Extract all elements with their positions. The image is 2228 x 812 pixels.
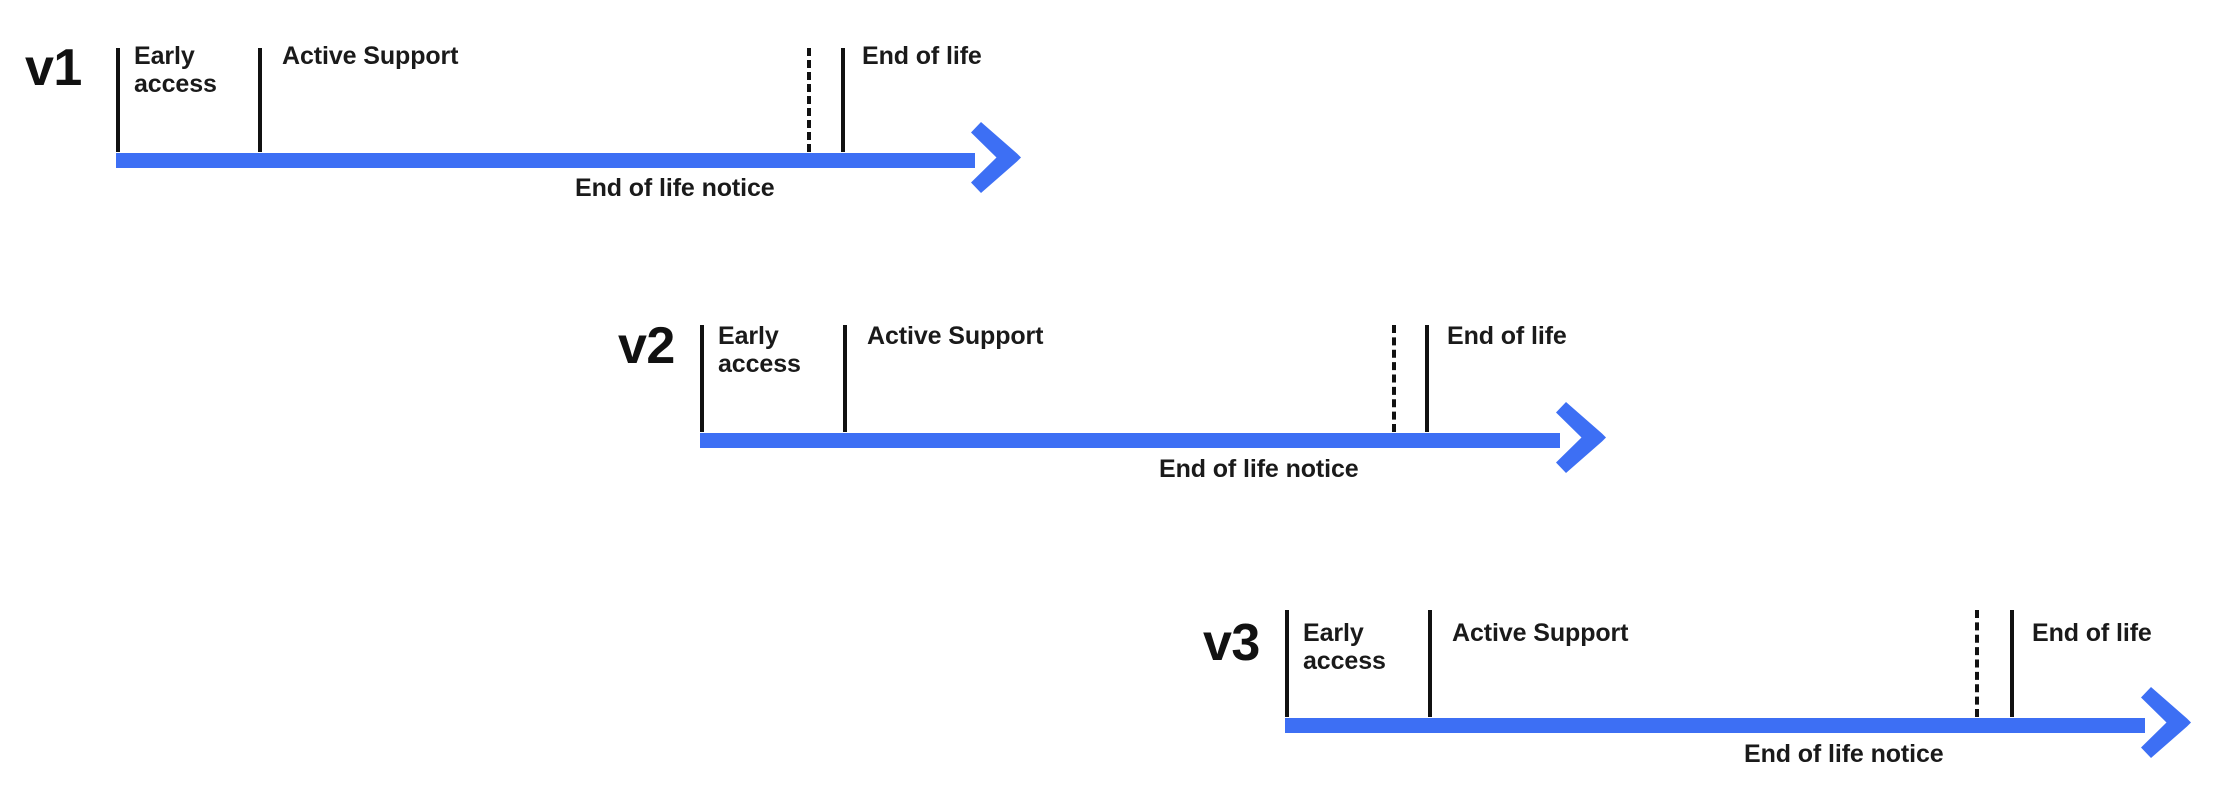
phase-label-v3-1: Active Support — [1452, 619, 1629, 647]
phase-divider-solid-v2-3 — [1425, 325, 1429, 432]
end-of-life-notice-label-v2: End of life notice — [1159, 455, 1359, 483]
phase-divider-dashed-v3-2 — [1975, 610, 1979, 717]
timeline-bar-v2 — [700, 433, 1560, 448]
version-label-v1: v1 — [25, 39, 82, 97]
phase-divider-solid-v3-3 — [2010, 610, 2014, 717]
phase-divider-solid-v2-1 — [843, 325, 847, 432]
arrow-head-icon-v2 — [1556, 401, 1606, 473]
phase-divider-solid-v2-0 — [700, 325, 704, 432]
arrow-head-icon-v3 — [2141, 686, 2191, 758]
timeline-bar-v1 — [116, 153, 975, 168]
phase-divider-dashed-v1-2 — [807, 48, 811, 152]
phase-label-v3-2: End of life — [2032, 619, 2152, 647]
timeline-bar-v3 — [1285, 718, 2145, 733]
phase-label-v1-1: Active Support — [282, 42, 459, 70]
phase-divider-dashed-v2-2 — [1392, 325, 1396, 432]
phase-label-v2-0: Early access — [718, 322, 801, 378]
end-of-life-notice-label-v3: End of life notice — [1744, 740, 1944, 768]
phase-label-v1-2: End of life — [862, 42, 982, 70]
phase-label-v3-0: Early access — [1303, 619, 1386, 675]
phase-divider-solid-v3-1 — [1428, 610, 1432, 717]
phase-label-v2-1: Active Support — [867, 322, 1044, 350]
phase-divider-solid-v1-1 — [258, 48, 262, 152]
phase-divider-solid-v1-3 — [841, 48, 845, 152]
version-label-v3: v3 — [1203, 614, 1260, 672]
phase-label-v2-2: End of life — [1447, 322, 1567, 350]
version-label-v2: v2 — [618, 317, 675, 375]
arrow-head-icon-v1 — [971, 121, 1021, 193]
end-of-life-notice-label-v1: End of life notice — [575, 174, 775, 202]
phase-divider-solid-v1-0 — [116, 48, 120, 152]
phase-label-v1-0: Early access — [134, 42, 217, 98]
phase-divider-solid-v3-0 — [1285, 610, 1289, 717]
